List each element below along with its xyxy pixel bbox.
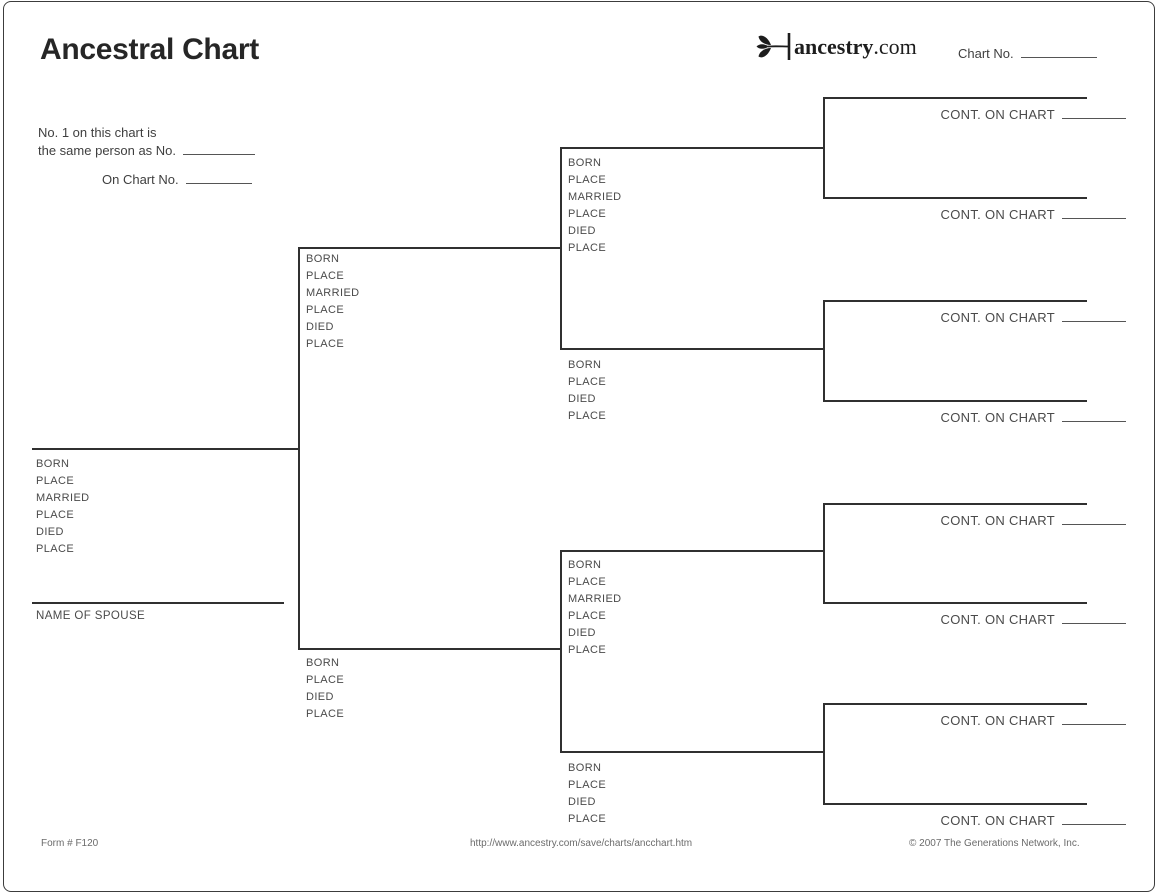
field-label: MARRIED: [568, 191, 622, 203]
field-label: PLACE: [306, 270, 345, 282]
field-label: PLACE: [568, 644, 607, 656]
cont-blank: [1062, 216, 1126, 219]
bracket-gen4-a: [823, 97, 825, 199]
field-label: BORN: [306, 253, 340, 265]
name-line-greatgrandparent-10: [823, 300, 1087, 302]
field-label: BORN: [568, 559, 602, 571]
name-line-greatgrandparent-14: [823, 703, 1087, 705]
name-line-person-1: [32, 448, 299, 450]
bracket-gen3-paternal: [560, 147, 562, 350]
on-chart-blank: [185, 181, 252, 184]
field-label: MARRIED: [36, 492, 90, 504]
cont-blank: [1062, 722, 1126, 725]
field-label: PLACE: [306, 304, 345, 316]
name-line-greatgrandparent-11: [823, 400, 1087, 402]
field-label: PLACE: [568, 242, 607, 254]
fields-mother: BORN PLACE DIED PLACE: [306, 655, 344, 723]
cont-blank: [1062, 621, 1126, 624]
field-label: PLACE: [36, 543, 75, 555]
field-label: PLACE: [568, 779, 607, 791]
cont-blank: [1062, 116, 1126, 119]
cont-blank: [1062, 522, 1126, 525]
page-title: Ancestral Chart: [40, 33, 259, 66]
note-line-2: the same person as No.: [38, 142, 256, 160]
field-label: BORN: [306, 657, 340, 669]
name-line-grandparent-4: [560, 147, 824, 149]
fields-grandparent-5: BORN PLACE DIED PLACE: [568, 357, 606, 425]
fields-grandparent-4: BORN PLACE MARRIED PLACE DIED PLACE: [568, 155, 622, 257]
ancestry-logo: ancestry.com: [756, 30, 917, 64]
field-label: PLACE: [568, 576, 607, 588]
field-label: PLACE: [568, 813, 607, 825]
field-label: BORN: [568, 157, 602, 169]
chart-number-blank: [1020, 55, 1097, 58]
form-number: Form # F120: [41, 838, 99, 849]
field-label: DIED: [568, 627, 596, 639]
copyright: © 2007 The Generations Network, Inc.: [909, 838, 1080, 849]
cont-on-chart-slot-14: CONT. ON CHART: [823, 713, 1126, 728]
field-label: DIED: [36, 526, 64, 538]
field-label: PLACE: [568, 376, 607, 388]
brand-name: ancestry.com: [794, 34, 917, 59]
bracket-gen4-c: [823, 503, 825, 604]
name-line-greatgrandparent-13: [823, 602, 1087, 604]
fields-father: BORN PLACE MARRIED PLACE DIED PLACE: [306, 251, 360, 353]
note-line-3: On Chart No.: [102, 172, 252, 187]
name-line-grandparent-7: [560, 751, 824, 753]
bracket-gen4-d: [823, 703, 825, 805]
field-label: PLACE: [568, 610, 607, 622]
cont-on-chart-slot-11: CONT. ON CHART: [823, 410, 1126, 425]
bracket-gen3-maternal: [560, 550, 562, 753]
source-url: http://www.ancestry.com/save/charts/ancc…: [470, 838, 693, 849]
field-label: DIED: [568, 225, 596, 237]
field-label: PLACE: [568, 208, 607, 220]
fields-grandparent-7: BORN PLACE DIED PLACE: [568, 760, 606, 828]
name-line-spouse: [32, 602, 284, 604]
chart-number-label: Chart No.: [958, 46, 1014, 61]
bracket-gen2: [298, 247, 300, 650]
field-label: PLACE: [36, 509, 75, 521]
field-label: PLACE: [568, 410, 607, 422]
field-label: PLACE: [36, 475, 75, 487]
field-label: DIED: [568, 393, 596, 405]
name-line-greatgrandparent-12: [823, 503, 1087, 505]
field-label: MARRIED: [306, 287, 360, 299]
spouse-field-label: NAME OF SPOUSE: [36, 610, 146, 622]
same-person-blank: [183, 152, 256, 155]
field-label: DIED: [568, 796, 596, 808]
field-label: PLACE: [306, 674, 345, 686]
field-label: DIED: [306, 321, 334, 333]
name-line-greatgrandparent-9: [823, 197, 1087, 199]
cont-on-chart-slot-9: CONT. ON CHART: [823, 207, 1126, 222]
field-label: MARRIED: [568, 593, 622, 605]
name-line-grandparent-5: [560, 348, 824, 350]
field-label: PLACE: [306, 708, 345, 720]
field-label: BORN: [36, 458, 70, 470]
field-label: PLACE: [568, 174, 607, 186]
cont-on-chart-slot-12: CONT. ON CHART: [823, 513, 1126, 528]
cont-on-chart-slot-8: CONT. ON CHART: [823, 107, 1126, 122]
cont-blank: [1062, 822, 1126, 825]
name-line-mother: [298, 648, 561, 650]
cont-blank: [1062, 319, 1126, 322]
name-line-father: [298, 247, 561, 249]
name-line-greatgrandparent-8: [823, 97, 1087, 99]
identity-note: No. 1 on this chart is the same person a…: [38, 124, 256, 160]
field-label: BORN: [568, 359, 602, 371]
bracket-gen4-b: [823, 300, 825, 402]
cont-blank: [1062, 419, 1126, 422]
cont-on-chart-slot-15: CONT. ON CHART: [823, 813, 1126, 828]
name-line-grandparent-6: [560, 550, 824, 552]
field-label: DIED: [306, 691, 334, 703]
field-label: PLACE: [306, 338, 345, 350]
chart-number-field: Chart No.: [958, 46, 1097, 61]
fields-person-1: BORN PLACE MARRIED PLACE DIED PLACE: [36, 456, 90, 558]
cont-on-chart-slot-10: CONT. ON CHART: [823, 310, 1126, 325]
name-line-greatgrandparent-15: [823, 803, 1087, 805]
leaf-branch-icon: [756, 33, 791, 60]
cont-on-chart-slot-13: CONT. ON CHART: [823, 612, 1126, 627]
fields-grandparent-6: BORN PLACE MARRIED PLACE DIED PLACE: [568, 557, 622, 659]
field-label: BORN: [568, 762, 602, 774]
note-line-1: No. 1 on this chart is: [38, 125, 157, 140]
